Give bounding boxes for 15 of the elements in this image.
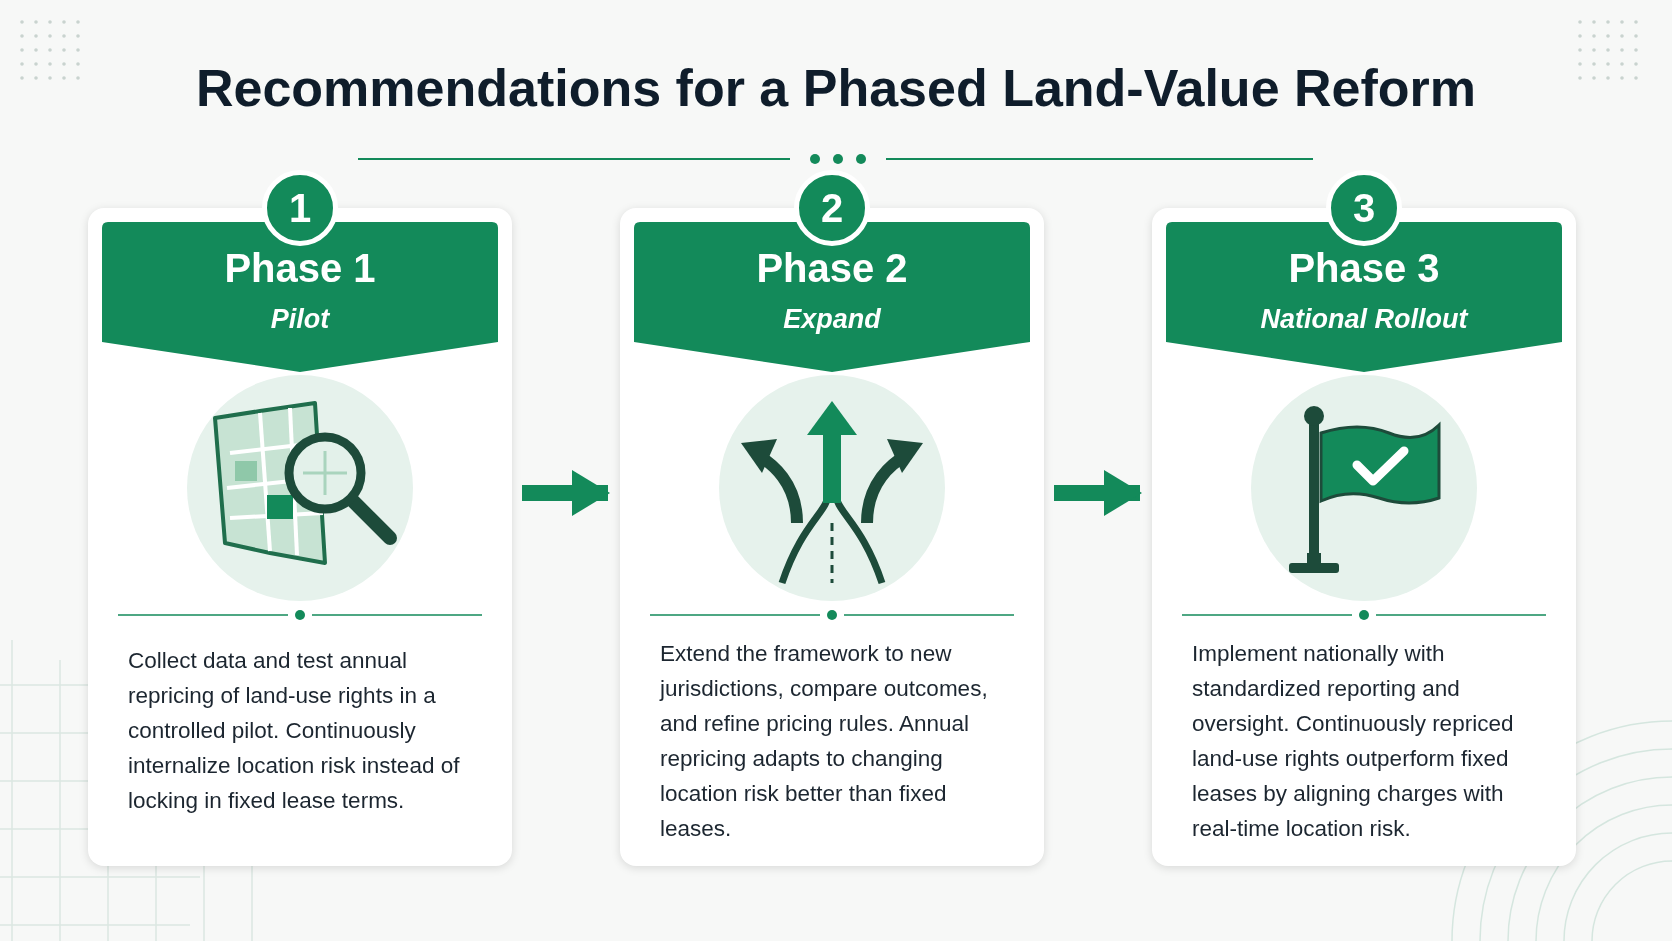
phase-heading: Phase 2 (755, 246, 909, 291)
step-number: 1 (262, 170, 338, 246)
arrow (1054, 470, 1142, 516)
phase-description: Implement nationally with standardized reporting and oversight. Continuously repriced land-use rights outperform fixed leases by aligning charges with real-time location risk. (1192, 640, 1515, 843)
phase-description: Collect data and test annual repricing of land-use rights in a controlled pilot. Continuously internalize location risk instead of locking in fixed lease terms. (128, 647, 461, 815)
title: Recommendations for a Phased Land-Value Reform (194, 58, 1478, 118)
phase-subtitle: Expand (782, 304, 882, 335)
step-number: 2 (794, 170, 870, 246)
phase-subtitle: Pilot (269, 304, 331, 335)
phase-subtitle: National Rollout (1259, 304, 1470, 335)
step-number: 3 (1326, 170, 1402, 246)
phase-description: Extend the framework to new jurisdictions, compare outcomes, and refine pricing rules. Annual repricing adapts to changing location risk better than fixed leases. (660, 640, 989, 843)
phase-heading: Phase 3 (1287, 246, 1441, 291)
phase-heading: Phase 1 (223, 246, 377, 291)
arrow (522, 470, 610, 516)
